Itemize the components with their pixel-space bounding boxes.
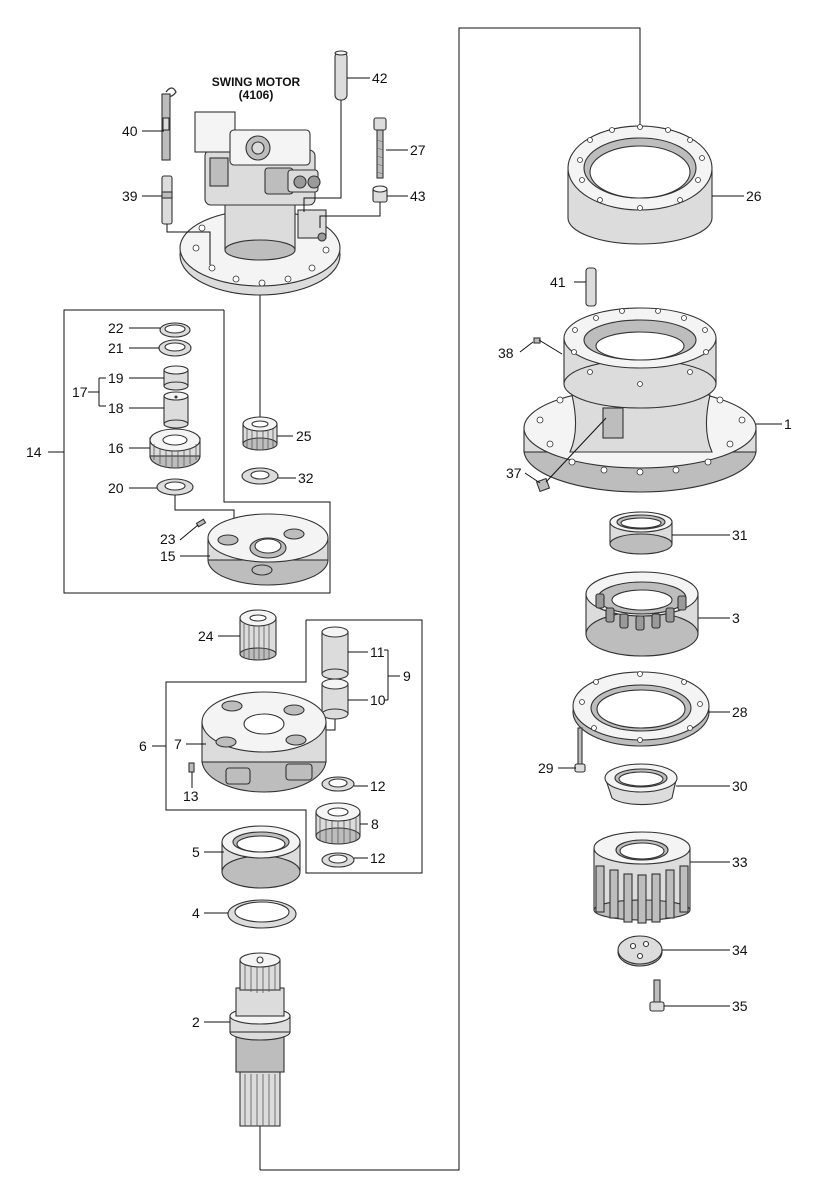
callout-23: 23 [160,531,176,547]
callout-3: 3 [732,610,740,626]
part-28-cover [572,671,710,747]
callout-34: 34 [732,942,748,958]
callout-20: 20 [108,480,124,496]
part-24-gear [239,609,277,661]
part-34-plate [617,935,663,967]
callout-28: 28 [732,704,748,720]
part-20-thrust-washer [156,478,194,496]
part-27-bolt [373,117,387,179]
part-1-housing [523,307,757,493]
callout-27: 27 [410,142,426,158]
callout-10: 10 [370,692,386,708]
callout-40: 40 [122,123,138,139]
part-21-ring [158,339,192,357]
callout-42: 42 [372,70,388,86]
part-22-ring [159,322,191,338]
diagram-title-line2: (4106) [239,88,274,102]
callout-12-top: 12 [370,778,386,794]
callout-26: 26 [746,188,762,204]
callout-12-bottom: 12 [370,850,386,866]
part-39-pin [161,175,173,225]
part-10-bushing [321,678,349,720]
part-8-planet-gear [315,802,361,845]
part-4-ring [227,899,297,929]
part-32-washer [241,467,279,485]
callout-33: 33 [732,854,748,870]
callout-5: 5 [192,844,200,860]
callout-9: 9 [403,668,411,684]
part-43-washer [372,185,388,203]
callout-22: 22 [108,320,124,336]
part-5-bearing [221,825,301,889]
part-13-pin [188,762,195,773]
leader-lines [48,77,782,1023]
callout-6: 6 [139,738,147,754]
callout-31: 31 [732,527,748,543]
diagram-title-line1: SWING MOTOR [212,75,301,89]
callout-29: 29 [538,760,554,776]
part-30-seal [604,763,678,806]
callout-labels: 40 39 42 27 43 26 41 1 38 37 31 3 28 29 … [26,70,792,1030]
callout-38: 38 [498,345,514,361]
part-29-bolt [574,727,586,773]
callout-11: 11 [370,644,385,660]
part-16-gear [149,428,201,469]
callout-8: 8 [371,816,379,832]
callout-14: 14 [26,444,42,460]
part-2-shaft [229,952,291,1127]
callout-32: 32 [298,470,314,486]
callout-37: 37 [506,465,522,481]
part-15-carrier [207,513,329,586]
callout-39: 39 [122,188,138,204]
swing-motor [179,111,341,296]
part-40-wire [161,87,177,161]
part-26-ring-gear [567,124,713,245]
callout-13: 13 [183,788,199,804]
callout-16: 16 [108,440,124,456]
part-31-seal [609,511,673,555]
part-42-pin [334,50,348,101]
callout-25: 25 [296,428,312,444]
callout-35: 35 [732,998,748,1014]
part-33-pinion [593,831,691,924]
part-19-bushing [163,365,189,391]
part-12-washer-bottom [321,852,355,868]
part-41-pin [585,267,597,307]
callout-43: 43 [410,188,426,204]
part-18-pin [163,391,189,429]
callout-21: 21 [108,340,124,356]
part-25-sun-gear [242,416,278,451]
part-7-carrier [201,691,327,793]
callout-18: 18 [108,400,124,416]
part-3-bearing [585,571,699,657]
part-12-washer-top [321,776,355,792]
callout-7: 7 [174,736,182,752]
callout-1: 1 [784,416,792,432]
callout-17: 17 [72,384,88,400]
callout-4: 4 [192,905,200,921]
assembly-lines [63,27,641,1171]
callout-2: 2 [192,1014,200,1030]
callout-24: 24 [198,628,214,644]
part-35-bolt [649,979,665,1012]
callout-15: 15 [160,548,176,564]
part-11-pin [321,626,349,680]
callout-19: 19 [108,370,124,386]
callout-41: 41 [550,274,566,290]
callout-30: 30 [732,778,748,794]
